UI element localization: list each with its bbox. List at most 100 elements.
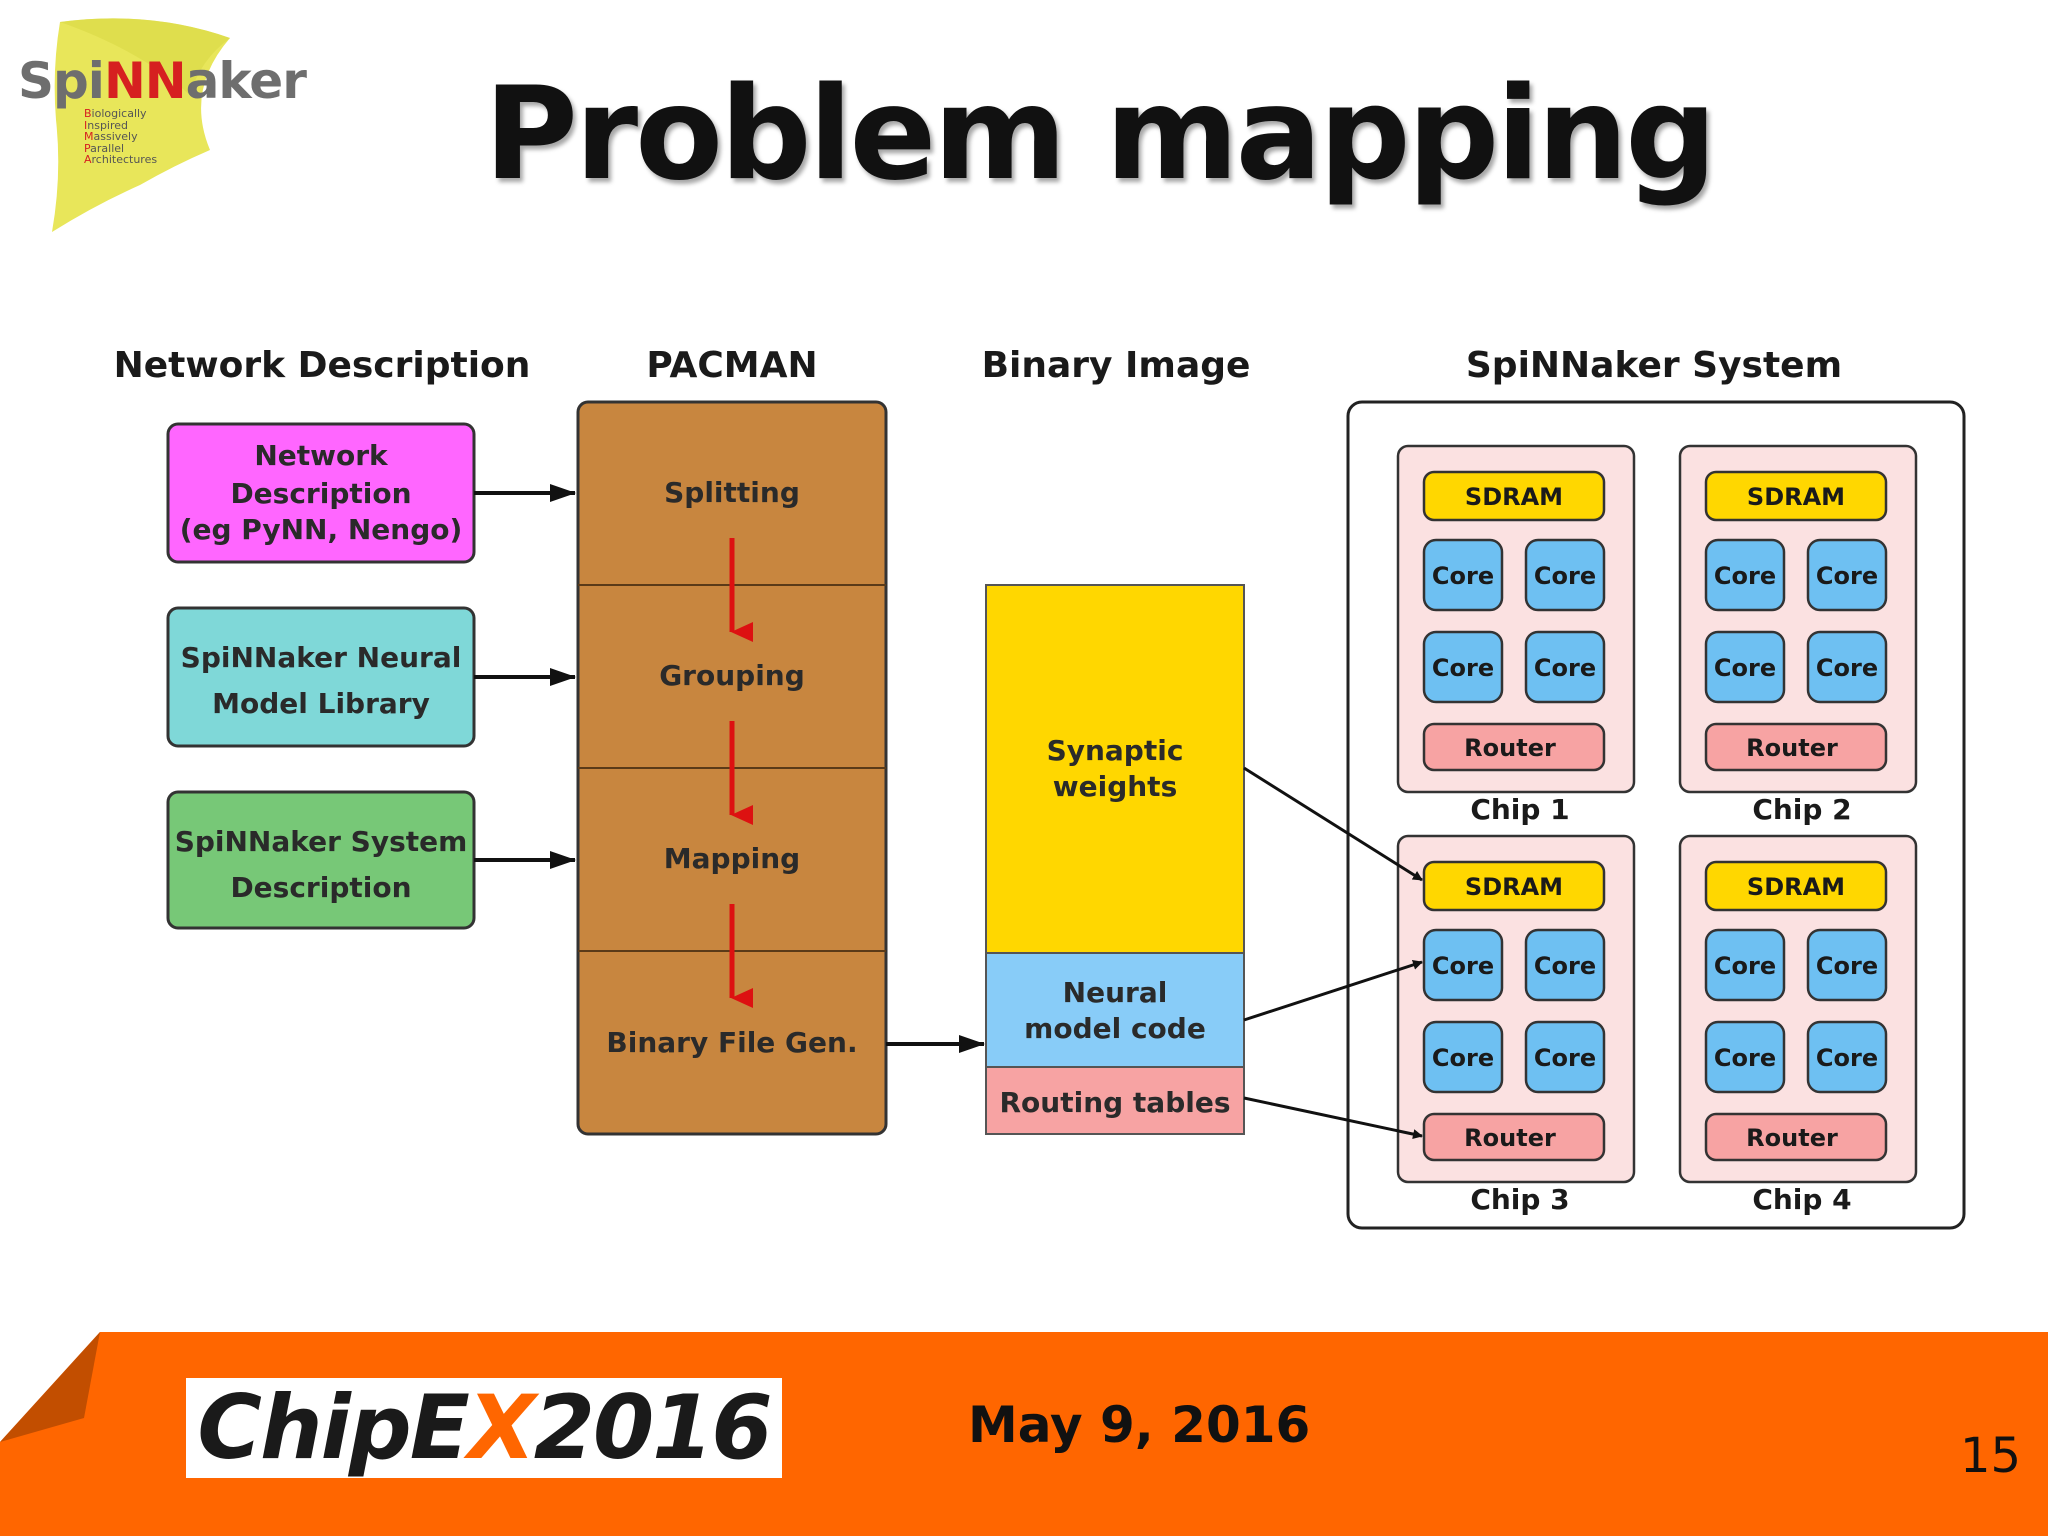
core-box: [1524, 1020, 1606, 1094]
logo-acronym-line: Biologically: [84, 107, 147, 120]
chip-name: Chip 4: [1752, 1183, 1851, 1216]
core-box: [1524, 538, 1606, 612]
core-box: [1806, 1020, 1888, 1094]
core-box: [1806, 538, 1888, 612]
core-label: Core: [1714, 654, 1776, 682]
chip-body: [1678, 834, 1918, 1184]
header-spinnaker-system: SpiNNaker System: [1466, 345, 1842, 386]
sdram-label: SDRAM: [1747, 873, 1845, 901]
core-box: [1704, 928, 1786, 1002]
pacman-stage-mapping: Mapping: [664, 842, 800, 875]
pacman-stage-splitting: Splitting: [664, 476, 800, 509]
core-box: [1422, 538, 1504, 612]
slide-title: Problem mapping: [484, 60, 1717, 209]
sdram-label: SDRAM: [1747, 483, 1845, 511]
header-network-description: Network Description: [114, 345, 531, 386]
core-label: Core: [1534, 1044, 1596, 1072]
chip-body: [1678, 444, 1918, 794]
core-box: [1422, 1020, 1504, 1094]
input-line: Description: [230, 871, 411, 904]
core-box: [1704, 630, 1786, 704]
core-label: Core: [1816, 1044, 1878, 1072]
chip-body: [1396, 834, 1636, 1184]
core-box: [1422, 928, 1504, 1002]
input-line: Network: [254, 439, 389, 472]
load-arrow-sdram: [1243, 766, 1423, 882]
input-line: Model Library: [212, 687, 430, 720]
core-box: [1422, 630, 1504, 704]
sdram-box: [1704, 860, 1888, 912]
logo-flag-shape: [52, 18, 230, 233]
core-label: Core: [1714, 1044, 1776, 1072]
sdram-label: SDRAM: [1465, 483, 1563, 511]
core-box: [1806, 630, 1888, 704]
chip-name: Chip 2: [1752, 793, 1851, 826]
binary-segment-label: Routing tables: [999, 1086, 1230, 1119]
core-label: Core: [1534, 562, 1596, 590]
logo-wordmark: SpiNNaker: [18, 52, 307, 110]
input-line: SpiNNaker Neural: [181, 641, 462, 674]
core-box: [1524, 630, 1606, 704]
logo-acronym-line: Massively: [84, 130, 138, 143]
core-label: Core: [1432, 562, 1494, 590]
router-label: Router: [1464, 1124, 1556, 1152]
core-label: Core: [1816, 562, 1878, 590]
core-box: [1524, 928, 1606, 1002]
input-neural-model-library: SpiNNaker Neural Model Library: [166, 606, 476, 748]
core-box: [1704, 538, 1786, 612]
logo-acronym-line: Architectures: [84, 153, 158, 166]
pacman-stage-grouping: Grouping: [659, 659, 805, 692]
page-number: 15: [1960, 1428, 2022, 1484]
core-box: [1704, 1020, 1786, 1094]
load-arrow-core: [1243, 960, 1423, 1022]
sdram-label: SDRAM: [1465, 873, 1563, 901]
core-label: Core: [1816, 654, 1878, 682]
router-box: [1704, 722, 1888, 772]
router-label: Router: [1746, 734, 1838, 762]
router-label: Router: [1746, 1124, 1838, 1152]
binary-segment-synaptic-weights: [985, 584, 1245, 954]
binary-segment-neural-model-code: [985, 952, 1245, 1068]
header-binary-image: Binary Image: [982, 345, 1251, 386]
chip-name: Chip 1: [1470, 793, 1569, 826]
footer-page-fold: [0, 1332, 100, 1442]
sdram-box: [1422, 860, 1606, 912]
load-arrow-router: [1243, 1096, 1423, 1140]
router-box: [1422, 1112, 1606, 1162]
chip-name: Chip 3: [1470, 1183, 1569, 1216]
sdram-box: [1422, 470, 1606, 522]
binary-segment-label: Synaptic: [1047, 734, 1184, 767]
logo-acronym-line: Inspired: [84, 118, 129, 132]
logo-acronym: Biologically Inspired Massively Parallel…: [84, 108, 157, 166]
footer-date: May 9, 2016: [968, 1396, 1311, 1454]
chipex-logo: ChipEX2016: [197, 1376, 772, 1479]
binary-segment-label: weights: [1053, 770, 1177, 803]
input-network-description: Network Description (eg PyNN, Nengo): [166, 422, 476, 564]
core-label: Core: [1534, 952, 1596, 980]
core-label: Core: [1432, 1044, 1494, 1072]
router-label: Router: [1464, 734, 1556, 762]
core-label: Core: [1432, 952, 1494, 980]
input-line: Description: [230, 477, 411, 510]
input-line: SpiNNaker System: [175, 825, 468, 858]
router-box: [1422, 722, 1606, 772]
binary-image-block: [985, 584, 1245, 1135]
spinnaker-logo: [0, 0, 300, 240]
core-box: [1806, 928, 1888, 1002]
core-label: Core: [1432, 654, 1494, 682]
binary-segment-label: model code: [1024, 1012, 1206, 1045]
chipex-logo-box: [186, 1378, 782, 1478]
core-label: Core: [1714, 952, 1776, 980]
binary-segment-routing-tables: [985, 1066, 1245, 1135]
core-label: Core: [1714, 562, 1776, 590]
logo-acronym-line: Parallel: [84, 141, 125, 155]
sdram-box: [1704, 470, 1888, 522]
binary-segment-label: Neural: [1063, 976, 1168, 1009]
input-line: (eg PyNN, Nengo): [180, 513, 463, 546]
